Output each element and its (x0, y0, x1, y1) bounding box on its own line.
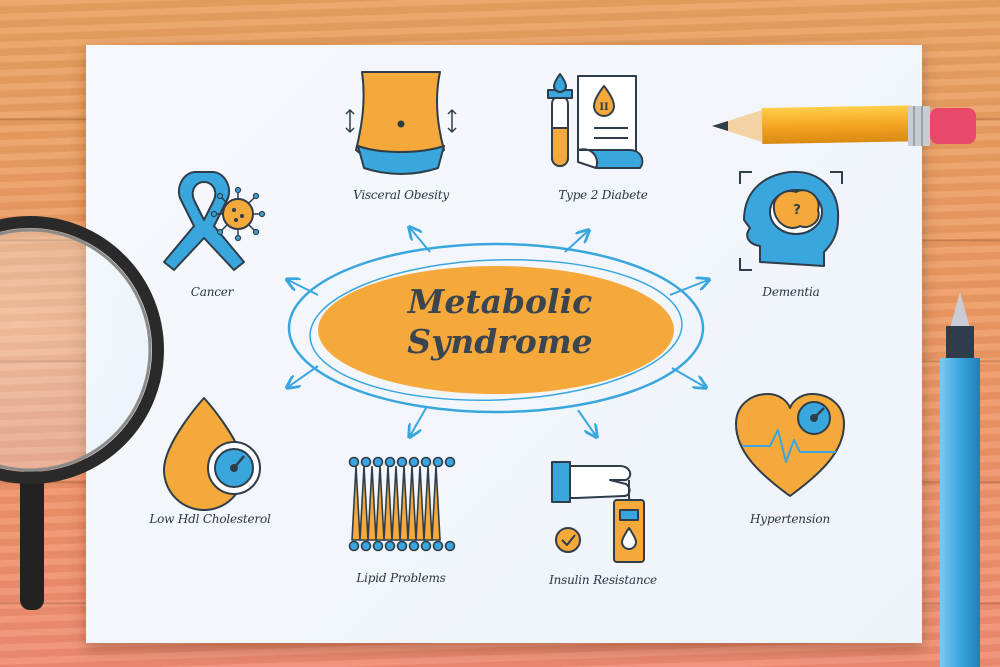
dementia-icon-text: ? (793, 203, 801, 218)
head-brain-question-icon: ? (739, 170, 843, 271)
center-title: Metabolic Syndrome (375, 282, 625, 362)
label-cancer: Cancer (190, 285, 234, 299)
arrow-hypertension (671, 367, 705, 387)
label-hypertension: Hypertension (750, 512, 830, 526)
drop-gauge-icon (163, 397, 261, 511)
connector-arrows (288, 228, 708, 436)
arrow-visceral-obesity (410, 228, 431, 253)
label-low-hdl-cholesterol: Low Hdl Cholesterol (149, 512, 271, 526)
pen (940, 292, 980, 667)
center-title-line1: Metabolic (407, 282, 593, 321)
heart-pressure-gauge-icon (735, 393, 845, 497)
label-type-2-diabete: Type 2 Diabete (558, 188, 648, 202)
arrow-dementia (669, 280, 708, 296)
blood-test-document-icon: II (547, 73, 644, 169)
ribbon-virus-icon (163, 171, 266, 271)
lipid-bilayer-icon (348, 456, 456, 552)
label-dementia: Dementia (762, 285, 820, 299)
arrow-lipid-problems (410, 407, 427, 436)
magnifying-glass (0, 216, 164, 610)
belly-icon (345, 71, 457, 175)
arrow-insulin-resistance (577, 409, 596, 436)
arrow-type-2-diabete (564, 231, 588, 253)
arrow-cancer (288, 280, 319, 296)
label-lipid-problems: Lipid Problems (356, 571, 446, 585)
pencil (712, 105, 976, 146)
arrow-low-hdl (288, 365, 319, 387)
diabete-icon-text: II (599, 102, 609, 113)
center-ellipse (287, 242, 705, 414)
center-title-line2: Syndrome (407, 322, 593, 361)
label-insulin-resistance: Insulin Resistance (549, 573, 657, 587)
label-visceral-obesity: Visceral Obesity (353, 188, 449, 202)
hand-insulin-pen-icon (551, 461, 645, 563)
